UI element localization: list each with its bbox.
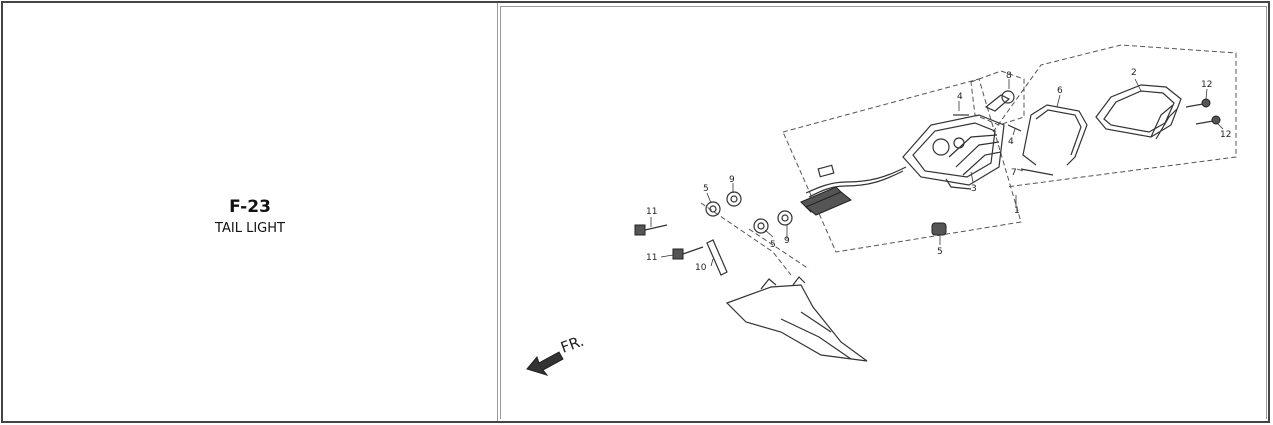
- assembly-outline-bulb: [970, 70, 1025, 126]
- callout-6: 6: [1057, 86, 1063, 96]
- screws-12: [1185, 98, 1221, 125]
- callout-leaders: [650, 78, 1224, 267]
- bulb-socket: [984, 90, 1015, 112]
- callout-11b: 11: [646, 253, 657, 263]
- grommet-lower: [931, 222, 947, 236]
- clip-4-lower: [1007, 124, 1022, 132]
- callout-5c: 5: [937, 247, 943, 257]
- section-code: F-23: [229, 197, 271, 217]
- callout-9b: 9: [784, 236, 790, 246]
- assembly-outline-left: [782, 78, 1022, 253]
- section-title: TAIL LIGHT: [215, 221, 285, 236]
- callout-12b: 12: [1220, 130, 1231, 140]
- bolts-11: [634, 224, 704, 260]
- callout-5b: 5: [770, 240, 776, 250]
- mounting-bracket: [725, 276, 868, 362]
- washer-set-upper: [705, 191, 742, 217]
- front-direction-arrow: FR.: [526, 332, 586, 376]
- mount-leader-right: [748, 228, 810, 270]
- pin-10: [706, 239, 728, 276]
- callout-5a: 5: [703, 184, 709, 194]
- callout-9a: 9: [729, 175, 735, 185]
- callout-7: 7: [1011, 168, 1017, 178]
- assembly-outline-right: [992, 44, 1237, 188]
- callouts: 1 2 3 4 4 5 5 5 6 7 8 9 9 10 11 11 12 12: [646, 68, 1231, 273]
- title-panel: F-23 TAIL LIGHT: [3, 3, 498, 421]
- callout-8: 8: [1006, 71, 1012, 81]
- tail-light-housing: [902, 114, 1005, 190]
- exploded-parts-diagram: FR. 1 2 3 4: [526, 44, 1237, 376]
- lens-cover: [1095, 84, 1182, 140]
- diagram-panel: FR. 1 2 3 4: [500, 6, 1267, 419]
- washer-set-lower: [753, 210, 793, 234]
- callout-1: 1: [1014, 206, 1020, 216]
- callout-11a: 11: [646, 207, 657, 217]
- callout-2: 2: [1131, 68, 1137, 78]
- callout-12a: 12: [1201, 80, 1212, 90]
- callout-4a: 4: [957, 92, 963, 102]
- gasket: [1022, 104, 1088, 166]
- strip-7: [1020, 168, 1054, 176]
- callout-4b: 4: [1008, 137, 1014, 147]
- front-direction-label: FR.: [558, 332, 586, 357]
- mount-leader-left: [700, 202, 792, 276]
- callout-3: 3: [971, 184, 977, 194]
- wiring-harness: [800, 164, 907, 216]
- callout-10: 10: [695, 263, 707, 273]
